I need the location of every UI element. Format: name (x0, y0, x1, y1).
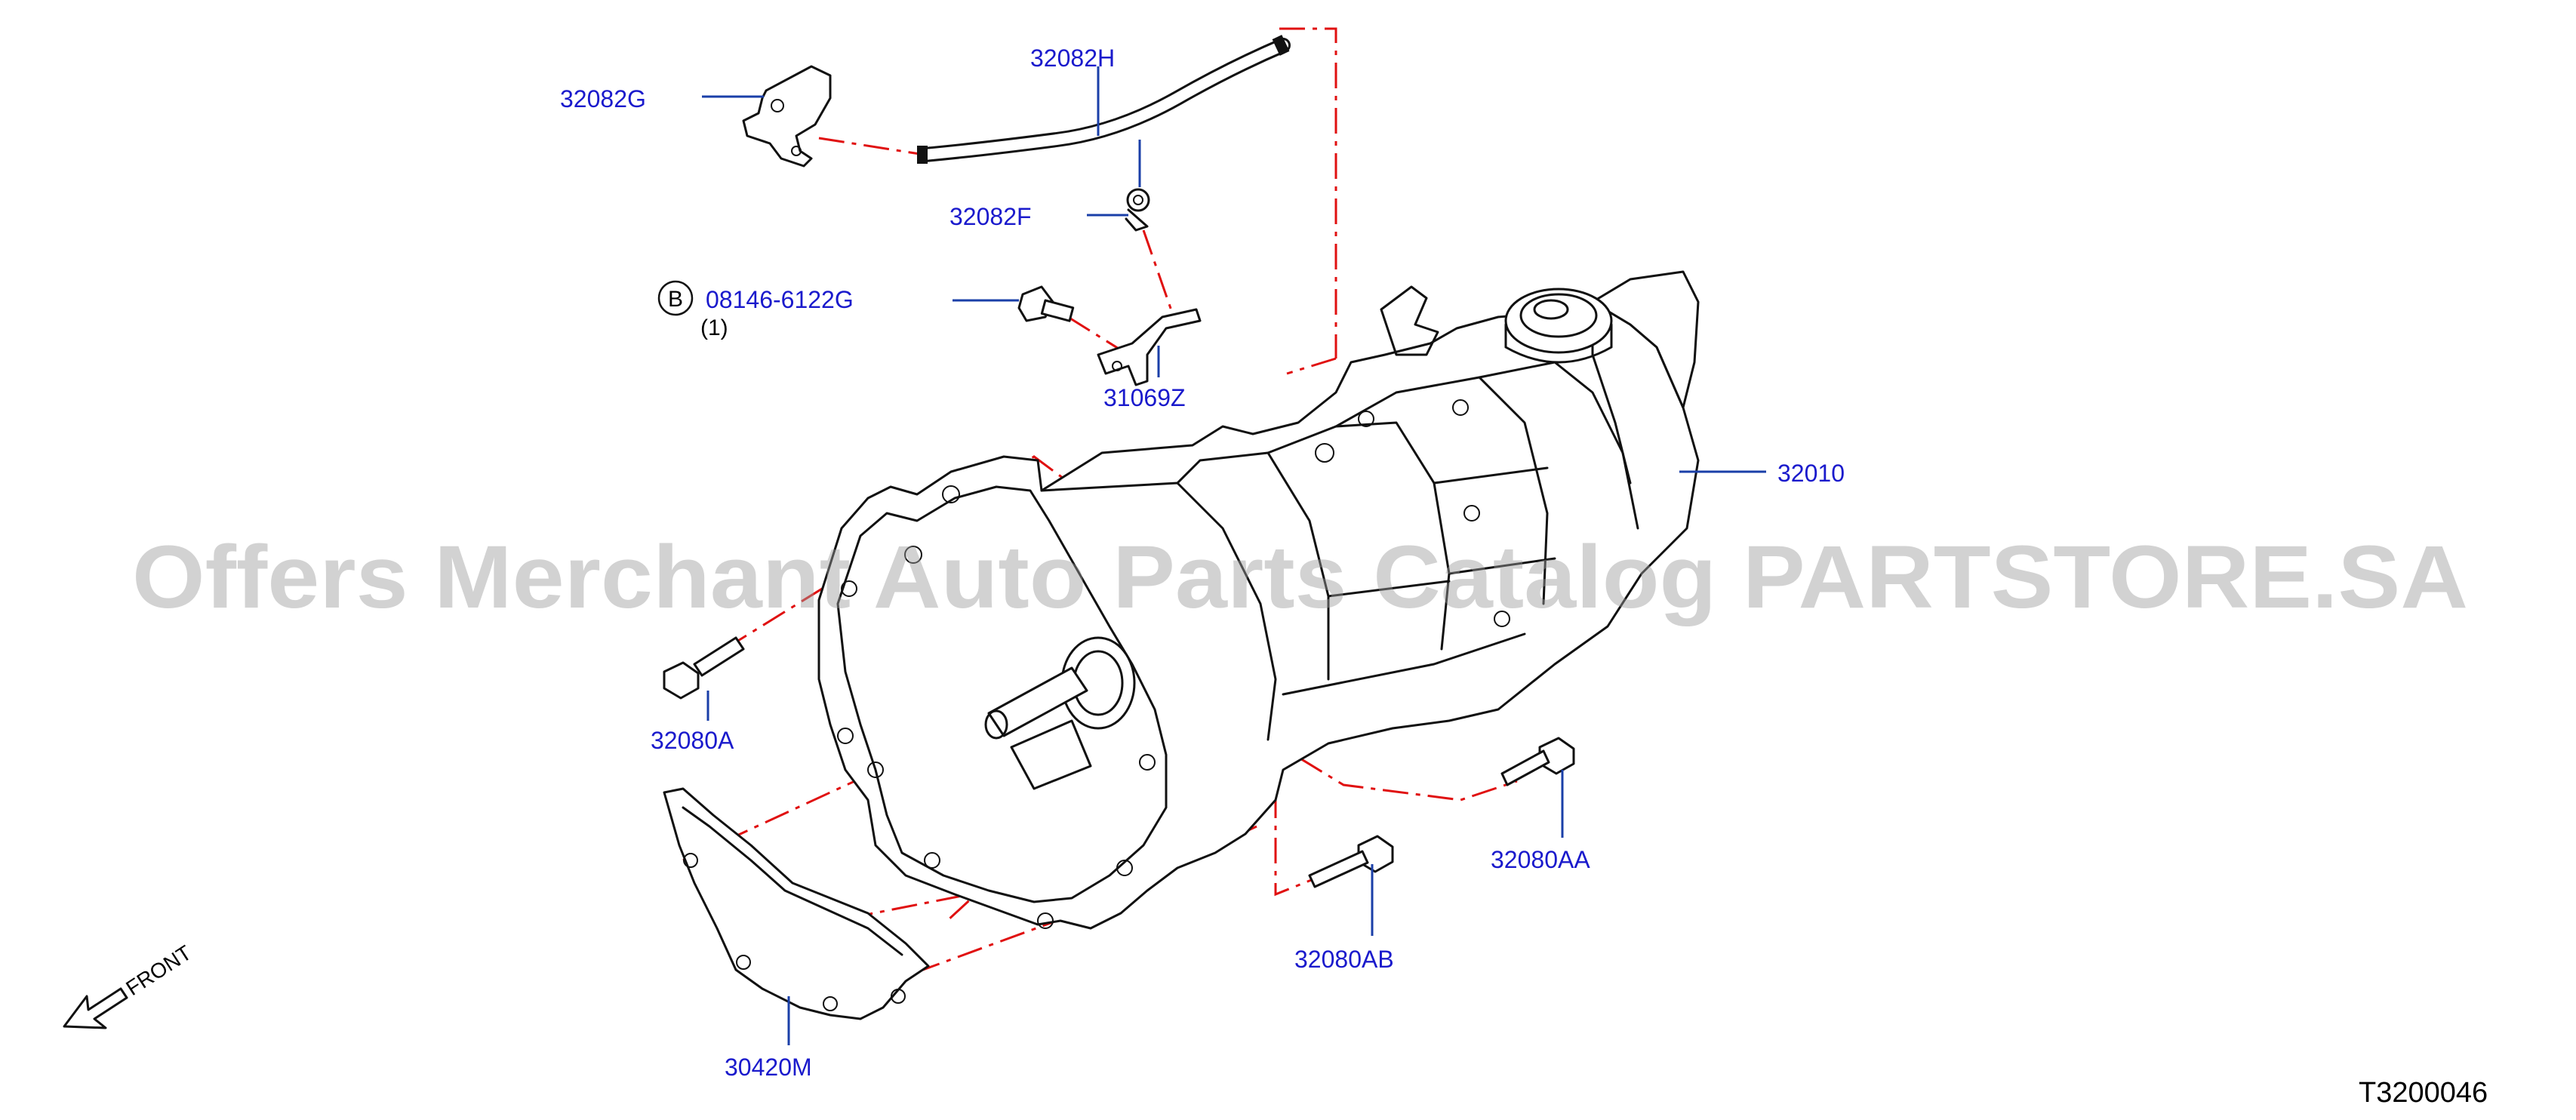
callout-32082h: 32082H (1030, 45, 1115, 72)
bracket-32082g (742, 65, 832, 168)
callout-32082f: 32082F (949, 203, 1032, 230)
watermark: Offers Merchant Auto Parts Catalog PARTS… (132, 528, 2468, 627)
bracket-31069z (1097, 308, 1202, 386)
bolt-32080ab (1308, 835, 1394, 888)
bolt-32080aa (1500, 737, 1575, 786)
front-label: FRONT (122, 941, 195, 1001)
callout-31069z: 31069Z (1103, 384, 1186, 411)
front-arrow-icon (63, 987, 128, 1029)
callout-32082g: 32082G (560, 85, 646, 112)
bolt-08146 (1017, 285, 1075, 322)
transmission-assembly (817, 270, 1700, 930)
leader-lines (702, 66, 1766, 1045)
callout-32010: 32010 (1777, 460, 1845, 487)
callout-32080ab: 32080AB (1294, 946, 1394, 973)
bolt-32080a (663, 636, 745, 700)
callout-30420m: 30420M (725, 1054, 812, 1081)
bolt-quantity: (1) (700, 315, 728, 340)
callout-32080aa: 32080AA (1491, 846, 1590, 873)
bolt-symbol-letter: B (668, 287, 683, 312)
sheet-id: T3200046 (2359, 1077, 2488, 1109)
clip-32082f (1125, 188, 1150, 232)
callout-08146-6122g: 08146-6122G (706, 286, 854, 313)
hose-32082h (917, 35, 1291, 164)
front-indicator: FRONT (63, 941, 195, 1029)
bolt-symbol: B (657, 280, 694, 316)
callout-32080a: 32080A (651, 727, 734, 754)
cover-plate-30420m (663, 787, 930, 1020)
